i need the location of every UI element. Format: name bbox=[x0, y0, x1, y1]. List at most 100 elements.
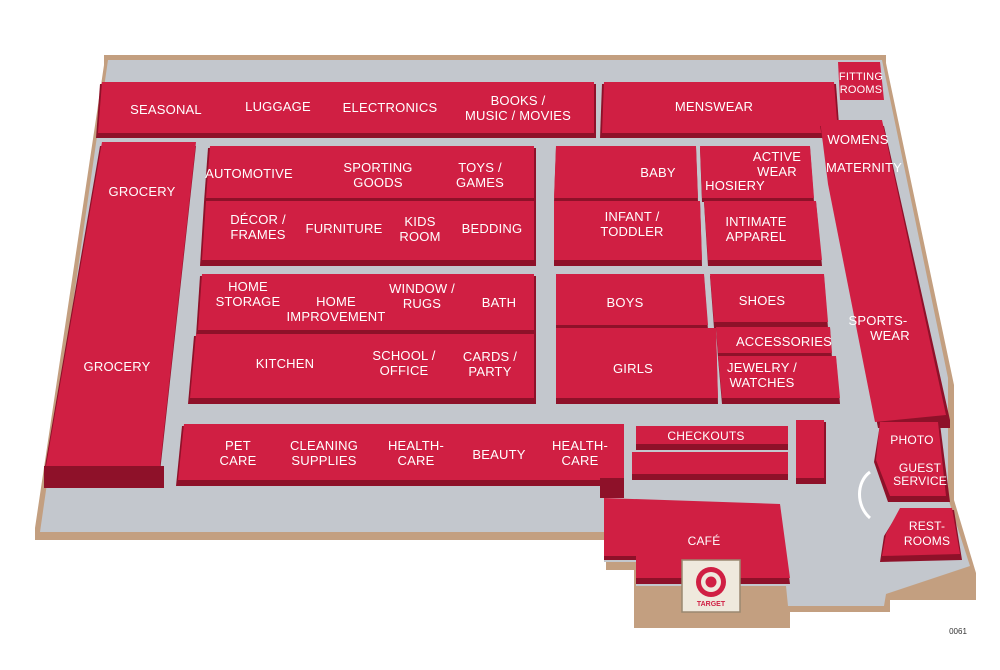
dept-girls-block bbox=[556, 328, 718, 398]
label-maternity: MATERNITY bbox=[826, 160, 902, 175]
label-kids: KIDS bbox=[404, 214, 435, 229]
label-restrooms-2: ROOMS bbox=[904, 534, 950, 548]
department-labels: SEASONAL LUGGAGE ELECTRONICS BOOKS / MUS… bbox=[84, 71, 950, 548]
checkouts-block-3 bbox=[796, 420, 824, 478]
dept-infant-block bbox=[554, 201, 702, 260]
label-accessories: ACCESSORIES bbox=[736, 334, 832, 349]
dept-menswear-block bbox=[602, 82, 838, 133]
label-cards-2: PARTY bbox=[468, 364, 511, 379]
dept-pet-care-block bbox=[178, 424, 624, 480]
label-books: BOOKS / bbox=[491, 93, 546, 108]
label-grocery-top: GROCERY bbox=[109, 184, 176, 199]
bullseye-icon bbox=[696, 567, 726, 597]
label-womens: WOMENS bbox=[827, 132, 888, 147]
label-kids-2: ROOM bbox=[399, 229, 440, 244]
label-active-2: WEAR bbox=[757, 164, 797, 179]
target-logo: TARGET bbox=[681, 559, 741, 613]
label-pet-care: PET bbox=[225, 438, 251, 453]
label-cleaning-2: SUPPLIES bbox=[291, 453, 356, 468]
label-menswear: MENSWEAR bbox=[675, 99, 753, 114]
label-home-storage-2: STORAGE bbox=[216, 294, 281, 309]
dept-accessories-block bbox=[716, 327, 832, 353]
dept-womens-block bbox=[820, 120, 946, 422]
dept-shoes-block bbox=[710, 274, 828, 322]
dept-automotive-block bbox=[206, 146, 534, 198]
restrooms-block bbox=[882, 508, 960, 556]
label-toys: TOYS / bbox=[458, 160, 502, 175]
label-kitchen: KITCHEN bbox=[256, 356, 314, 371]
label-health-2b: CARE bbox=[562, 453, 599, 468]
label-fitting-2: ROOMS bbox=[840, 84, 883, 96]
logo-text: TARGET bbox=[697, 601, 726, 608]
label-restrooms: REST- bbox=[909, 519, 945, 533]
label-luggage: LUGGAGE bbox=[245, 99, 311, 114]
dept-seasonal-block bbox=[98, 82, 594, 133]
label-bath: BATH bbox=[482, 295, 517, 310]
label-photo: PHOTO bbox=[890, 433, 933, 447]
label-pet-care-2: CARE bbox=[220, 453, 257, 468]
label-health-1b: CARE bbox=[398, 453, 435, 468]
label-books-2: MUSIC / MOVIES bbox=[465, 108, 571, 123]
label-intimate-2: APPAREL bbox=[726, 229, 786, 244]
label-jewelry: JEWELRY / bbox=[727, 360, 797, 375]
label-automotive: AUTOMOTIVE bbox=[205, 166, 293, 181]
label-guest: GUEST bbox=[899, 461, 942, 475]
label-bedding: BEDDING bbox=[462, 221, 523, 236]
dept-decor-block bbox=[202, 201, 534, 260]
dept-jewelry-block bbox=[718, 356, 840, 398]
label-checkouts: CHECKOUTS bbox=[667, 429, 744, 443]
label-shoes: SHOES bbox=[739, 293, 786, 308]
label-window-2: RUGS bbox=[403, 296, 441, 311]
dept-kitchen-block bbox=[190, 334, 534, 398]
label-electronics: ELECTRONICS bbox=[343, 100, 438, 115]
label-cleaning: CLEANING bbox=[290, 438, 358, 453]
label-boys: BOYS bbox=[607, 295, 644, 310]
cafe-block bbox=[604, 498, 790, 578]
label-infant: INFANT / bbox=[605, 209, 660, 224]
label-toys-2: GAMES bbox=[456, 175, 504, 190]
checkouts-block-2 bbox=[632, 452, 788, 474]
label-decor: DÉCOR / bbox=[230, 212, 286, 227]
label-furniture: FURNITURE bbox=[306, 221, 383, 236]
label-hosiery: HOSIERY bbox=[705, 178, 765, 193]
label-sporting-2: GOODS bbox=[353, 175, 403, 190]
dept-grocery-block bbox=[46, 142, 196, 466]
label-grocery-bottom: GROCERY bbox=[84, 359, 151, 374]
label-home-improvement: HOME bbox=[316, 294, 356, 309]
dept-active-wear-block bbox=[700, 146, 814, 198]
label-sportswear: SPORTS- bbox=[849, 313, 908, 328]
label-jewelry-2: WATCHES bbox=[730, 375, 795, 390]
checkouts-block bbox=[636, 426, 788, 444]
label-home-storage: HOME bbox=[228, 279, 268, 294]
dept-boys-block bbox=[556, 274, 708, 325]
entrance-door bbox=[858, 470, 872, 520]
dept-baby-block bbox=[554, 146, 698, 198]
label-fitting: FITTING bbox=[839, 71, 883, 83]
label-window: WINDOW / bbox=[389, 281, 455, 296]
label-infant-2: TODDLER bbox=[600, 224, 663, 239]
dept-home-storage-block bbox=[198, 274, 534, 330]
label-intimate: INTIMATE bbox=[725, 214, 786, 229]
label-sportswear-2: WEAR bbox=[870, 328, 910, 343]
label-baby: BABY bbox=[640, 165, 676, 180]
label-home-improvement-2: IMPROVEMENT bbox=[287, 309, 386, 324]
label-decor-2: FRAMES bbox=[230, 227, 286, 242]
label-cards: CARDS / bbox=[463, 349, 517, 364]
label-girls: GIRLS bbox=[613, 361, 653, 376]
dept-intimate-block bbox=[704, 201, 822, 260]
image-code: 0061 bbox=[949, 627, 967, 636]
label-sporting: SPORTING bbox=[343, 160, 412, 175]
label-health-2: HEALTH- bbox=[552, 438, 608, 453]
label-beauty: BEAUTY bbox=[472, 447, 525, 462]
department-blocks bbox=[44, 62, 962, 584]
label-guest-2: SERVICE bbox=[893, 474, 947, 488]
label-seasonal: SEASONAL bbox=[130, 102, 202, 117]
label-active: ACTIVE bbox=[753, 149, 801, 164]
label-cafe: CAFÉ bbox=[688, 533, 721, 548]
label-school: SCHOOL / bbox=[372, 348, 435, 363]
dept-fitting-rooms-block bbox=[838, 62, 884, 100]
label-health-1: HEALTH- bbox=[388, 438, 444, 453]
label-school-2: OFFICE bbox=[380, 363, 429, 378]
photo-guest-service-block bbox=[876, 422, 946, 496]
